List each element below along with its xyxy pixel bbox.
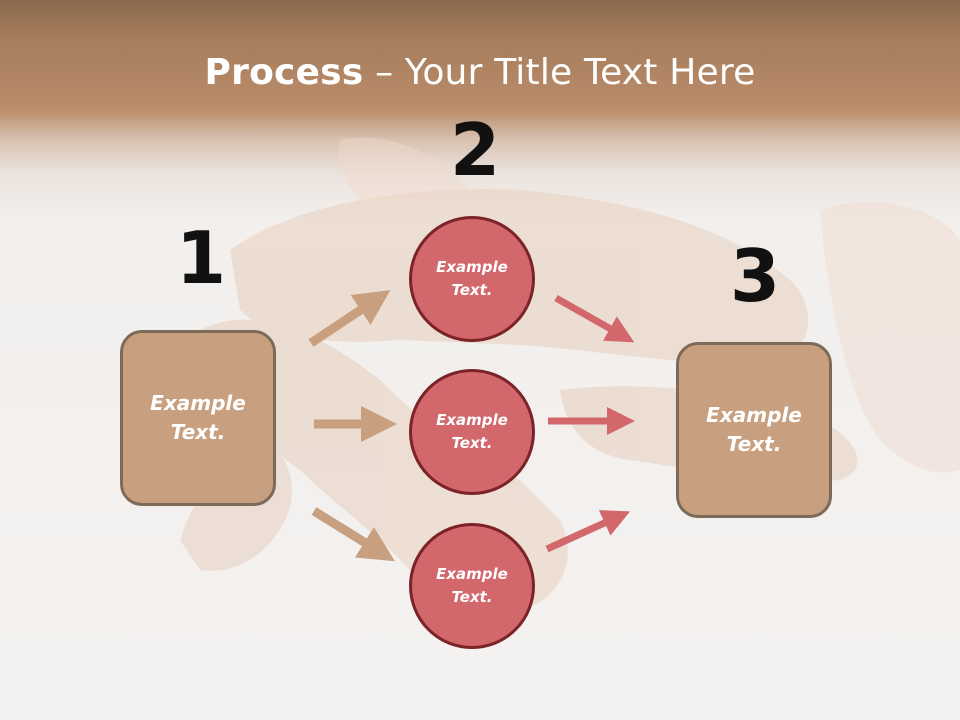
circle-middle: Example Text.	[409, 369, 535, 495]
circle-top-text: Example Text.	[436, 258, 508, 299]
title-rest: – Your Title Text Here	[363, 52, 756, 93]
tan-arrow-up	[308, 290, 391, 347]
step-1-box: Example Text.	[120, 330, 276, 506]
red-arrow-up	[545, 510, 631, 553]
step-1-text: Example Text.	[150, 391, 246, 444]
step-number-3: 3	[730, 234, 781, 318]
title-bold: Process	[204, 52, 364, 93]
step-3-text: Example Text.	[706, 403, 802, 456]
step-3-box: Example Text.	[676, 342, 832, 518]
step-number-1: 1	[176, 216, 227, 300]
circle-bottom: Example Text.	[409, 523, 535, 649]
circle-middle-text: Example Text.	[436, 411, 508, 452]
circle-bottom-text: Example Text.	[436, 565, 508, 606]
tan-arrow-down	[311, 507, 395, 562]
step-number-2: 2	[450, 108, 501, 192]
slide-title: Process – Your Title Text Here	[0, 52, 960, 93]
circle-top: Example Text.	[409, 216, 535, 342]
red-arrow-down	[554, 294, 635, 343]
